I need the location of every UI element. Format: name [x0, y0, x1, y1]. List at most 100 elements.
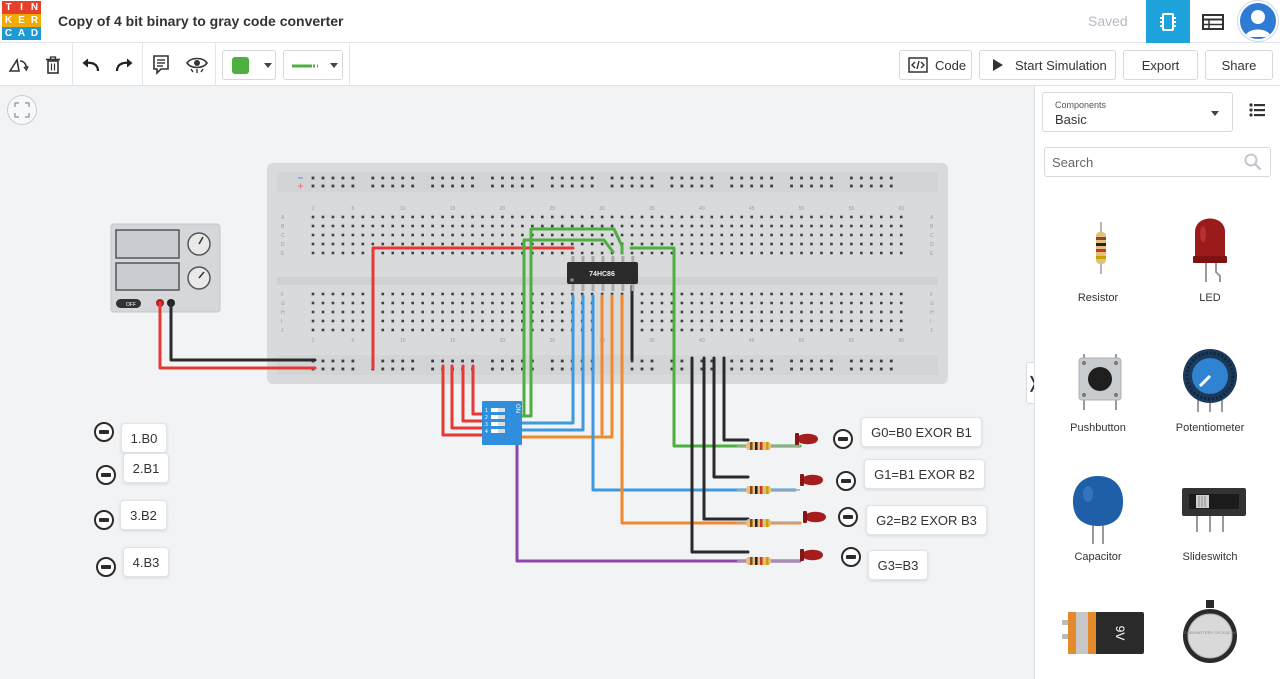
led[interactable]	[800, 549, 823, 561]
output-note-g0[interactable]: G0=B0 EXOR B1	[861, 417, 982, 447]
power-supply[interactable]: OFF	[110, 223, 221, 313]
svg-text:35: 35	[649, 338, 655, 344]
output-note-g1[interactable]: G1=B1 EXOR B2	[864, 459, 985, 489]
component-slideswitch[interactable]: Slideswitch	[1160, 474, 1260, 568]
xor-chip-74hc86[interactable]: 74HC86	[567, 256, 638, 291]
resistor[interactable]	[737, 442, 800, 450]
undo-button[interactable]	[76, 51, 104, 79]
input-note-b3[interactable]: 4.B3	[123, 547, 169, 577]
notes-button[interactable]	[147, 51, 175, 79]
led[interactable]	[795, 433, 818, 445]
fit-view-icon	[14, 102, 30, 118]
delete-icon	[46, 56, 60, 74]
svg-text:1: 1	[312, 338, 315, 344]
svg-text:I: I	[930, 319, 931, 325]
svg-text:5: 5	[351, 206, 354, 212]
components-select-label: Components	[1055, 100, 1107, 110]
list-view-button[interactable]	[1249, 103, 1265, 122]
input-note-b2[interactable]: 3.B2	[120, 500, 167, 530]
note-collapse-icon[interactable]	[833, 429, 853, 449]
note-collapse-icon[interactable]	[94, 510, 114, 530]
resistor-icon	[1096, 222, 1106, 274]
note-collapse-icon[interactable]	[96, 557, 116, 577]
svg-text:10: 10	[400, 338, 406, 344]
svg-text:30: 30	[599, 206, 605, 212]
share-label: Share	[1221, 57, 1257, 73]
output-note-g2[interactable]: G2=B2 EXOR B3	[866, 505, 987, 535]
svg-text:G: G	[930, 301, 934, 307]
resistor[interactable]	[737, 486, 800, 494]
led[interactable]	[800, 474, 823, 486]
circuit-diagram[interactable]: 1155101015152020252530303535404045455050…	[0, 86, 1033, 679]
chip-label: 74HC86	[589, 271, 615, 278]
table-icon	[1202, 13, 1224, 30]
note-collapse-icon[interactable]	[94, 422, 114, 442]
led-icon	[1193, 218, 1227, 282]
component-potentiometer[interactable]: Potentiometer	[1160, 346, 1260, 440]
visibility-button[interactable]	[183, 51, 211, 79]
svg-text:5: 5	[351, 338, 354, 344]
start-simulation-button[interactable]: Start Simulation	[979, 50, 1116, 80]
logo-letter: C	[2, 27, 15, 40]
output-note-g3[interactable]: G3=B3	[868, 550, 928, 580]
delete-button[interactable]	[39, 51, 67, 79]
fit-view-button[interactable]	[7, 95, 37, 125]
svg-text:E: E	[281, 251, 285, 257]
input-note-b0[interactable]: 1.B0	[121, 423, 167, 453]
color-picker[interactable]	[222, 50, 276, 80]
svg-text:2: 2	[485, 415, 488, 421]
input-note-b1[interactable]: 2.B1	[123, 453, 169, 483]
svg-text:15: 15	[450, 338, 456, 344]
note-collapse-icon[interactable]	[838, 507, 858, 527]
share-button[interactable]: Share	[1205, 50, 1273, 80]
export-button[interactable]: Export	[1123, 50, 1198, 80]
circuit-view-icon	[1160, 12, 1176, 31]
note-collapse-icon[interactable]	[841, 547, 861, 567]
component-coin-battery[interactable]: COIN BATTERY CR 2032 3V	[1160, 598, 1260, 679]
svg-text:35: 35	[649, 206, 655, 212]
export-label: Export	[1141, 57, 1180, 73]
visibility-icon	[186, 57, 208, 73]
rotate-button[interactable]	[4, 51, 32, 79]
potentiometer-icon	[1183, 349, 1237, 412]
user-avatar[interactable]	[1238, 1, 1278, 41]
component-capacitor[interactable]: Capacitor	[1048, 474, 1148, 568]
play-icon	[993, 59, 1003, 71]
capacitor-icon	[1072, 476, 1124, 544]
components-category-select[interactable]: Components Basic	[1042, 92, 1233, 132]
document-title[interactable]: Copy of 4 bit binary to gray code conver…	[58, 13, 344, 29]
wire-type-picker[interactable]	[283, 50, 343, 80]
svg-text:20: 20	[500, 206, 506, 212]
svg-text:45: 45	[749, 338, 755, 344]
component-resistor[interactable]: Resistor	[1048, 218, 1148, 308]
component-led[interactable]: LED	[1160, 216, 1260, 308]
resistor[interactable]	[737, 557, 800, 565]
code-label: Code	[935, 57, 967, 73]
chevron-down-icon	[264, 63, 272, 68]
component-pushbutton[interactable]: Pushbutton	[1048, 348, 1148, 440]
svg-text:C: C	[281, 233, 285, 239]
led[interactable]	[803, 511, 826, 523]
component-search-input[interactable]	[1044, 147, 1271, 177]
component-name: Slideswitch	[1182, 551, 1238, 563]
logo-letter: K	[2, 14, 15, 27]
saved-status: Saved	[1088, 13, 1128, 29]
circuit-view-button[interactable]	[1146, 0, 1190, 43]
logo-letter: N	[28, 1, 41, 14]
svg-text:H: H	[930, 310, 934, 316]
component-9v-battery[interactable]: 9V	[1048, 604, 1148, 679]
component-list-view-button[interactable]	[1191, 0, 1235, 43]
note-collapse-icon[interactable]	[836, 471, 856, 491]
redo-button[interactable]	[111, 51, 139, 79]
start-simulation-label: Start Simulation	[1015, 57, 1107, 73]
code-button[interactable]: Code	[899, 50, 972, 80]
search-icon	[1244, 153, 1262, 176]
logo-letter: E	[15, 14, 28, 27]
notes-icon	[153, 55, 169, 75]
resistor[interactable]	[737, 519, 800, 527]
note-collapse-icon[interactable]	[96, 465, 116, 485]
logo-letter: A	[15, 27, 28, 40]
